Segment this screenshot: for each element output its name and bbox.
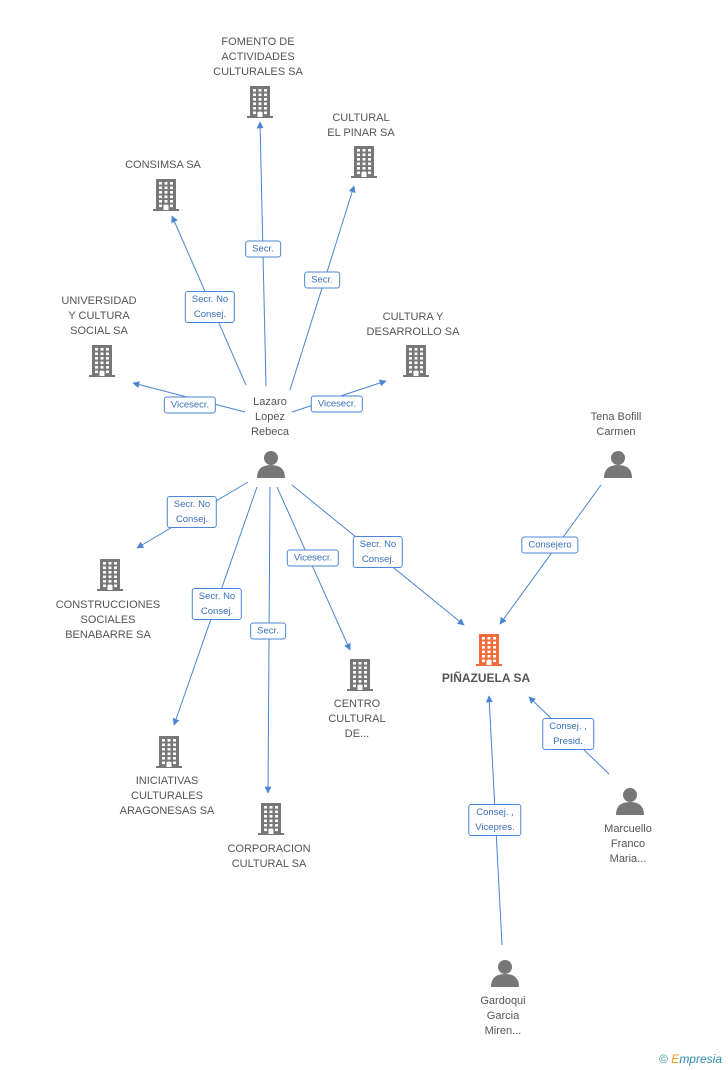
relation-label-lazaro-corporacion[interactable]: Secr. <box>250 622 286 640</box>
node-label-lazaro[interactable]: Lazaro Lopez Rebeca <box>251 396 289 438</box>
node-label-construcciones[interactable]: CONSTRUCCIONES SOCIALES BENABARRE SA <box>55 599 161 641</box>
person-icon-gardoqui[interactable] <box>491 960 519 987</box>
node-label-cultural_pinar[interactable]: CULTURAL EL PINAR SA <box>327 112 395 139</box>
brand-name: mpresia <box>679 1052 722 1066</box>
node-label-pinazuela[interactable]: PIÑAZUELA SA <box>441 671 531 685</box>
relation-label-lazaro-cultural_pinar[interactable]: Secr. <box>304 271 340 289</box>
building-icon-cultural_pinar[interactable] <box>351 146 377 178</box>
node-label-universidad[interactable]: UNIVERSIDAD Y CULTURA SOCIAL SA <box>61 295 137 337</box>
edge-tena-pinazuela <box>499 484 602 625</box>
brand-initial: E <box>671 1052 680 1066</box>
brand-footer: © Empresia <box>659 1052 722 1066</box>
relation-label-lazaro-construcciones[interactable]: Secr. No Consej. <box>166 496 218 528</box>
node-label-marcuello[interactable]: Marcuello Franco Maria... <box>604 823 652 865</box>
person-icon-lazaro[interactable] <box>257 451 285 478</box>
relation-label-lazaro-centro[interactable]: Vicesecr. <box>286 549 340 567</box>
relation-label-lazaro-consimsa[interactable]: Secr. No Consej. <box>184 291 236 323</box>
building-icon-pinazuela[interactable] <box>476 634 502 666</box>
copyright-symbol: © <box>659 1052 668 1066</box>
node-label-gardoqui[interactable]: Gardoqui Garcia Miren... <box>480 995 526 1037</box>
building-icon-centro[interactable] <box>347 659 373 691</box>
node-label-corporacion[interactable]: CORPORACION CULTURAL SA <box>227 843 311 870</box>
relation-label-marcuello-pinazuela[interactable]: Consej. , Presid. <box>542 718 594 750</box>
edge-lazaro-centro <box>276 486 351 651</box>
relation-label-lazaro-iniciativas[interactable]: Secr. No Consej. <box>191 588 243 620</box>
relation-label-lazaro-cultura_desarrollo[interactable]: Vicesecr. <box>310 395 364 413</box>
building-icon-universidad[interactable] <box>89 345 115 377</box>
node-label-cultura_desarrollo[interactable]: CULTURA Y DESARROLLO SA <box>366 311 460 338</box>
building-icon-fomento[interactable] <box>247 86 273 118</box>
building-icon-construcciones[interactable] <box>97 559 123 591</box>
node-label-centro[interactable]: CENTRO CULTURAL DE... <box>328 698 386 740</box>
relation-label-gardoqui-pinazuela[interactable]: Consej. , Vicepres. <box>468 804 522 836</box>
relation-label-lazaro-universidad[interactable]: Vicesecr. <box>163 396 217 414</box>
node-label-consimsa[interactable]: CONSIMSA SA <box>125 159 201 171</box>
node-label-fomento[interactable]: FOMENTO DE ACTIVIDADES CULTURALES SA <box>213 36 303 78</box>
building-icon-consimsa[interactable] <box>153 179 179 211</box>
node-label-iniciativas[interactable]: INICIATIVAS CULTURALES ARAGONESAS SA <box>119 775 215 817</box>
relation-label-tena-pinazuela[interactable]: Consejero <box>521 536 579 554</box>
building-icon-iniciativas[interactable] <box>156 736 182 768</box>
building-icon-cultura_desarrollo[interactable] <box>403 345 429 377</box>
person-icon-marcuello[interactable] <box>616 788 644 815</box>
building-icon-corporacion[interactable] <box>258 803 284 835</box>
relation-label-lazaro-fomento[interactable]: Secr. <box>245 240 281 258</box>
node-label-tena[interactable]: Tena Bofill Carmen <box>590 411 642 438</box>
relation-label-lazaro-pinazuela[interactable]: Secr. No Consej. <box>352 536 404 568</box>
person-icon-tena[interactable] <box>604 451 632 478</box>
edge-lazaro-corporacion <box>264 486 272 794</box>
